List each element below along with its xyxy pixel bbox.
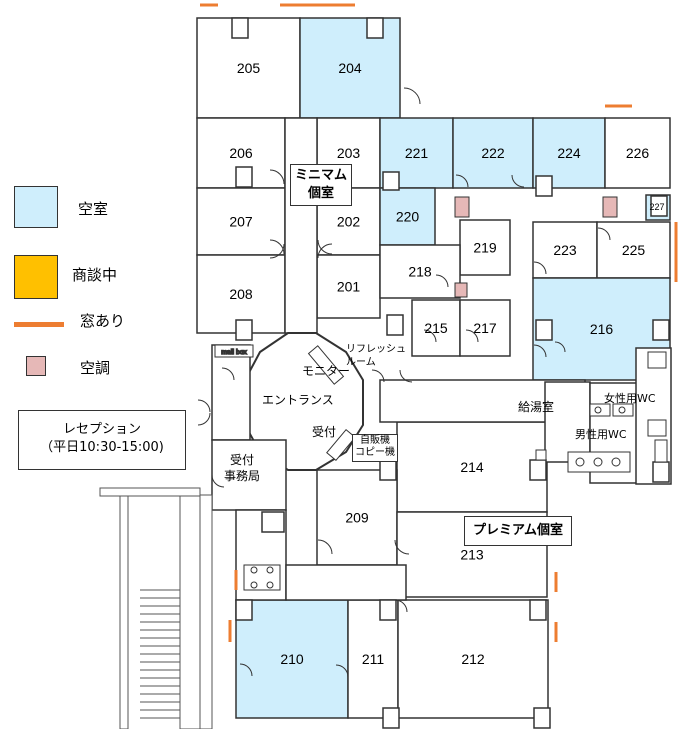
room-number-216: 216 bbox=[590, 321, 614, 337]
legend-vacant-label: 空室 bbox=[78, 200, 109, 218]
vending-copier-box: 自販機 コピー機 bbox=[352, 434, 398, 462]
room-number-227: 227 bbox=[649, 202, 664, 212]
room-223 bbox=[532, 221, 598, 279]
wc-male-label: 男性用WC bbox=[575, 428, 627, 441]
west-wall-segment bbox=[211, 344, 251, 441]
legend-negotiating-swatch bbox=[14, 255, 58, 299]
stairs bbox=[99, 487, 213, 729]
kitchen-label: 給湯室 bbox=[518, 400, 555, 414]
reception-desk bbox=[326, 428, 356, 462]
room-209 bbox=[316, 469, 398, 566]
ac-units bbox=[454, 196, 618, 298]
room-number-209: 209 bbox=[345, 510, 369, 526]
legend-ac-label: 空調 bbox=[80, 359, 111, 377]
room-217 bbox=[459, 299, 511, 357]
room-number-212: 212 bbox=[461, 651, 485, 667]
mailbox bbox=[214, 344, 254, 358]
room-number-206: 206 bbox=[229, 145, 253, 161]
wc-female-label: 女性用WC bbox=[604, 392, 656, 405]
room-number-225: 225 bbox=[622, 242, 646, 258]
room-number-215: 215 bbox=[424, 320, 448, 336]
room-number-214: 214 bbox=[460, 459, 484, 475]
room-number-210: 210 bbox=[280, 651, 304, 667]
room-206 bbox=[196, 117, 286, 189]
refresh-room-label: リフレッシュ ルーム bbox=[346, 344, 406, 368]
room-222 bbox=[452, 117, 534, 189]
premium-room-label: プレミアム個室 bbox=[464, 516, 572, 546]
corridor-north bbox=[284, 117, 318, 334]
room-210 bbox=[235, 599, 349, 719]
room-number-218: 218 bbox=[408, 264, 432, 280]
office-label: 受付 事務局 bbox=[224, 453, 261, 483]
ac-unit bbox=[602, 196, 618, 218]
legend-window-label: 窓あり bbox=[80, 312, 126, 330]
room-number-217: 217 bbox=[473, 320, 497, 336]
window-marks bbox=[200, 3, 678, 642]
room-number-211: 211 bbox=[362, 651, 385, 667]
legend-negotiating-label: 商談中 bbox=[72, 266, 118, 284]
columns bbox=[231, 17, 670, 729]
lounge-table bbox=[243, 564, 281, 591]
room-212 bbox=[397, 599, 549, 719]
doors bbox=[197, 87, 611, 678]
legend-window-swatch bbox=[14, 322, 64, 327]
legend-vacant-swatch bbox=[14, 186, 58, 228]
legend-ac-swatch bbox=[26, 356, 46, 376]
reception-hours-box: レセプション （平日10:30-15:00) bbox=[18, 410, 186, 470]
room-number-221: 221 bbox=[405, 145, 429, 161]
monitor-label: モニター bbox=[302, 364, 351, 378]
mailbox-label: mail box bbox=[221, 349, 247, 356]
reception-title: レセプション bbox=[62, 422, 141, 437]
room-number-204: 204 bbox=[338, 60, 362, 76]
room-number-203: 203 bbox=[337, 145, 361, 161]
wc-fixtures bbox=[535, 351, 668, 473]
room-number-220: 220 bbox=[396, 209, 420, 225]
room-number-222: 222 bbox=[481, 145, 505, 161]
reception-hours: （平日10:30-15:00) bbox=[40, 440, 164, 455]
room-number-226: 226 bbox=[626, 145, 650, 161]
room-215 bbox=[411, 299, 461, 357]
reception-desk-label: 受付 bbox=[312, 425, 337, 439]
kitchen-room bbox=[544, 381, 591, 463]
room-number-219: 219 bbox=[473, 240, 497, 256]
room-220 bbox=[379, 187, 436, 246]
room-number-223: 223 bbox=[553, 242, 577, 258]
monitor-stand bbox=[307, 345, 345, 385]
room-number-205: 205 bbox=[237, 60, 261, 76]
minimum-room-label: ミニマム 個室 bbox=[290, 164, 352, 206]
ac-unit bbox=[454, 196, 470, 218]
room-number-202: 202 bbox=[337, 214, 361, 230]
room-219 bbox=[459, 219, 511, 276]
corridor-south bbox=[285, 564, 407, 601]
room-226 bbox=[604, 117, 671, 189]
ac-unit bbox=[454, 282, 468, 298]
entrance-label: エントランス bbox=[262, 393, 334, 407]
room-number-224: 224 bbox=[557, 145, 581, 161]
room-number-208: 208 bbox=[229, 286, 253, 302]
room-number-201: 201 bbox=[337, 279, 361, 295]
room-number-213: 213 bbox=[460, 547, 484, 563]
room-number-207: 207 bbox=[229, 214, 253, 230]
room-218 bbox=[379, 244, 461, 299]
